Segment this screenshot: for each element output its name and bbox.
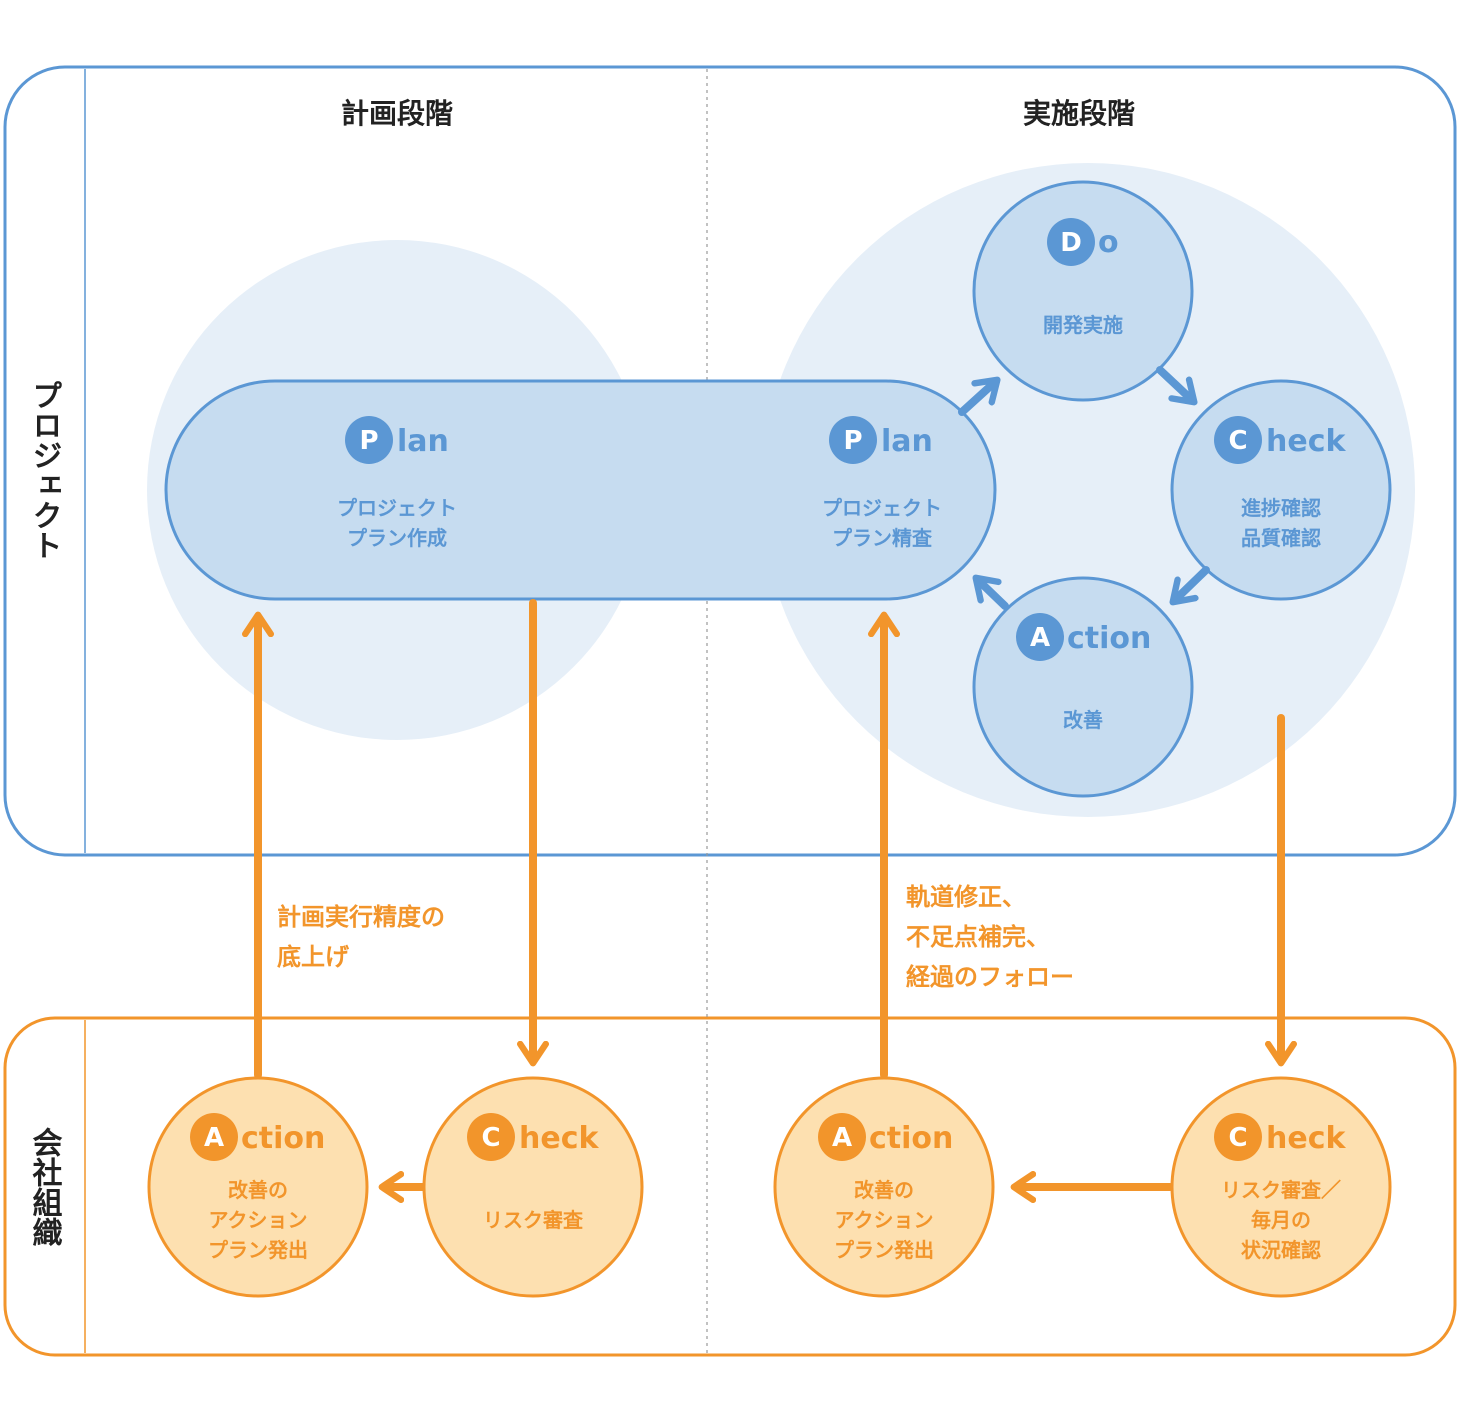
plan-review-line1: プロジェクト <box>822 496 942 520</box>
action-heading: ction <box>1067 621 1151 656</box>
arrow-plan-to-do <box>958 376 1001 416</box>
company-check-right-node: C heck リスク審査／ 毎月の 状況確認 <box>1170 1076 1392 1298</box>
arrow-do-to-check <box>1156 366 1198 406</box>
execution-halo <box>761 163 1415 817</box>
plan-create-heading: lan <box>397 424 449 459</box>
company-check-right-heading: heck <box>1266 1121 1346 1156</box>
phase-title-execution: 実施段階 <box>1023 97 1135 130</box>
company-check-left-heading: heck <box>519 1121 599 1156</box>
plan-create-line1: プロジェクト <box>337 496 457 520</box>
company-action-left-letter: A <box>204 1123 224 1153</box>
company-action-left-node: A ction 改善の アクション プラン発出 <box>147 1076 369 1298</box>
action-node: A ction 改善 <box>972 576 1194 798</box>
company-action-right-line2: アクション <box>835 1208 934 1232</box>
action-letter: A <box>1030 623 1050 653</box>
arrow-action-to-plan <box>972 574 1009 610</box>
note-left-line2: 底上げ <box>277 943 350 971</box>
lane-label-project: プロジェクト <box>27 380 62 560</box>
note-right-line2: 不足点補完、 <box>906 923 1050 951</box>
plan-create-letter: P <box>359 426 378 456</box>
do-node: D o 開発実施 <box>972 180 1194 402</box>
plan-create-line2: プラン作成 <box>347 526 447 550</box>
company-action-right-line1: 改善の <box>854 1178 914 1202</box>
plan-review-line2: プラン精査 <box>832 526 932 550</box>
plan-create-node: P lan プロジェクト プラン作成 <box>337 416 457 550</box>
company-action-right-letter: A <box>832 1123 852 1153</box>
company-action-left-letter-badge <box>190 1113 238 1161</box>
check-line1: 進捗確認 <box>1241 496 1321 520</box>
company-check-right-line2: 毎月の <box>1251 1208 1311 1232</box>
company-action-left-line3: プラン発出 <box>208 1238 308 1262</box>
plan-review-letter-badge <box>829 416 877 464</box>
check-letter-badge <box>1214 416 1262 464</box>
note-left: 計画実行精度の 底上げ <box>277 903 445 971</box>
note-right: 軌道修正、 不足点補完、 経過のフォロー <box>906 883 1074 991</box>
action-line1: 改善 <box>1063 708 1103 732</box>
company-action-right-letter-badge <box>818 1113 866 1161</box>
company-action-left-line1: 改善の <box>228 1178 288 1202</box>
check-letter: C <box>1228 426 1247 456</box>
action-circle <box>972 576 1194 798</box>
company-check-right-line3: 状況確認 <box>1241 1238 1321 1262</box>
company-action-right-heading: ction <box>869 1121 953 1156</box>
company-check-left-letter: C <box>481 1123 500 1153</box>
do-line1: 開発実施 <box>1043 313 1123 337</box>
company-check-right-letter: C <box>1228 1123 1247 1153</box>
note-right-line1: 軌道修正、 <box>906 883 1026 911</box>
phase-title-planning: 計画段階 <box>341 97 453 130</box>
do-letter-badge <box>1047 218 1095 266</box>
company-check-left-node: C heck リスク審査 <box>422 1076 644 1298</box>
company-lane-frame <box>3 1016 1457 1357</box>
arrow-check-to-action <box>1169 566 1210 606</box>
plan-pill <box>164 379 997 601</box>
plan-review-letter: P <box>843 426 862 456</box>
do-heading: o <box>1098 225 1119 260</box>
plan-review-node: P lan プロジェクト プラン精査 <box>822 416 942 550</box>
company-check-right-line1: リスク審査／ <box>1221 1178 1341 1202</box>
plan-review-heading: lan <box>881 424 933 459</box>
note-left-line1: 計画実行精度の <box>277 903 445 931</box>
company-action-right-line3: プラン発出 <box>834 1238 934 1262</box>
company-check-right-letter-badge <box>1214 1113 1262 1161</box>
lane-label-company: 会社組織 <box>27 1127 63 1247</box>
company-action-right-node: A ction 改善の アクション プラン発出 <box>773 1076 995 1298</box>
company-action-left-line2: アクション <box>209 1208 308 1232</box>
company-action-left-heading: ction <box>241 1121 325 1156</box>
check-heading: heck <box>1266 424 1346 459</box>
company-check-left-letter-badge <box>467 1113 515 1161</box>
check-node: C heck 進捗確認 品質確認 <box>1170 379 1392 601</box>
check-line2: 品質確認 <box>1241 526 1321 550</box>
action-letter-badge <box>1016 613 1064 661</box>
company-check-left-circle <box>422 1076 644 1298</box>
do-letter: D <box>1060 228 1082 258</box>
note-right-line3: 経過のフォロー <box>906 963 1074 991</box>
company-check-left-line1: リスク審査 <box>483 1208 583 1232</box>
plan-create-letter-badge <box>345 416 393 464</box>
do-circle <box>972 180 1194 402</box>
